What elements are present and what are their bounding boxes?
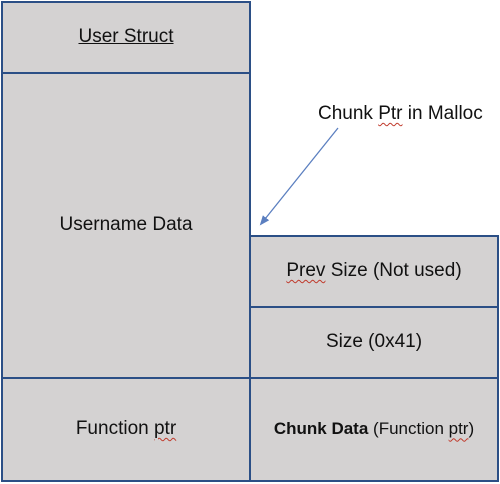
chunk-ptr-annotation: Chunk Ptr in Malloc xyxy=(318,103,483,125)
function-ptr-word: Function xyxy=(75,418,149,440)
chunk-data-prefix: (Function xyxy=(368,419,449,439)
chunk-data-ptr: ptr xyxy=(448,419,469,439)
size-box: Size (0x41) xyxy=(249,306,499,379)
prev-size-label: Prev Size (Not used) xyxy=(286,260,461,283)
prev-size-box: Prev Size (Not used) xyxy=(249,235,499,308)
chunk-data-label: Chunk Data (Function ptr) xyxy=(274,419,474,439)
prev-size-rest: Size (Not used) xyxy=(325,260,462,282)
function-ptr-suffix: ptr xyxy=(153,418,177,440)
annotation-start: Chunk xyxy=(318,103,379,124)
annotation-end: in Malloc xyxy=(402,103,483,124)
chunk-data-bold: Chunk Data xyxy=(273,419,369,439)
size-label: Size (0x41) xyxy=(325,331,423,353)
annotation-ptr: Ptr xyxy=(378,103,403,124)
function-ptr-box: Function ptr xyxy=(1,377,251,482)
user-struct-title: User Struct xyxy=(78,26,174,48)
username-data-label: Username Data xyxy=(59,214,193,236)
chunk-data-suffix: ) xyxy=(468,419,475,439)
user-struct-header: User Struct xyxy=(1,1,251,74)
chunk-data-box: Chunk Data (Function ptr) xyxy=(249,377,499,482)
prev-size-word: Prev xyxy=(286,260,326,282)
function-ptr-label: Function ptr xyxy=(76,418,176,441)
username-data-box: Username Data xyxy=(1,72,251,379)
arrow-line xyxy=(259,127,339,226)
